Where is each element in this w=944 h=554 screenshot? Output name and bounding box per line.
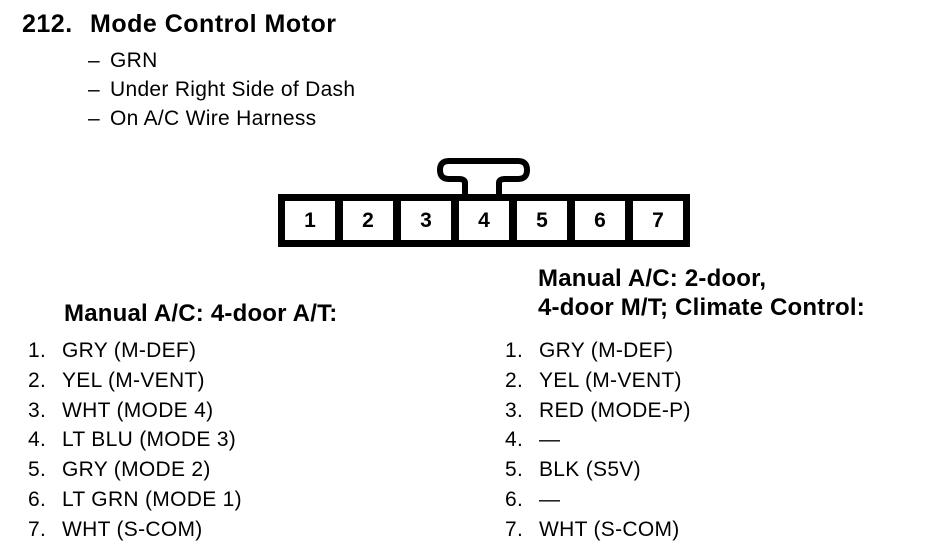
connector-pin-3: 3 (401, 201, 451, 240)
connector-pin-5: 5 (517, 201, 567, 240)
pin-row: 1. GRY (M-DEF) (505, 336, 691, 366)
pin-number: 3. (28, 398, 47, 422)
pin-label: — (539, 428, 561, 452)
connector-pin-1: 1 (285, 201, 335, 240)
pin-label: YEL (M-VENT) (62, 368, 205, 392)
pin-row: 3. WHT (MODE 4) (28, 396, 242, 426)
pin-number: 5. (28, 458, 47, 482)
pin-row: 4. LT BLU (MODE 3) (28, 425, 242, 455)
section-name: Mode Control Motor (90, 10, 337, 38)
pin-label: BLK (S5V) (539, 458, 641, 482)
right-heading-line-2: 4-door M/T; Climate Control: (538, 294, 865, 321)
pin-number: 2. (505, 368, 524, 392)
pin-number: 5. (505, 458, 524, 482)
pin-number: 1. (505, 339, 524, 362)
pin-number: 4. (28, 428, 47, 452)
pin-row: 6. — (505, 485, 691, 515)
connector-lock-tab-icon (437, 158, 530, 196)
info-line-color: –GRN (88, 46, 355, 75)
dash-bullet: – (88, 78, 100, 101)
pin-label: LT GRN (MODE 1) (62, 487, 242, 511)
pin-label: GRY (M-DEF) (62, 339, 197, 362)
section-title: 212. Mode Control Motor (22, 10, 336, 39)
pin-label: GRY (M-DEF) (539, 339, 674, 362)
info-text: GRN (110, 49, 158, 72)
pin-label: GRY (MODE 2) (62, 458, 211, 482)
pin-label: LT BLU (MODE 3) (62, 428, 237, 452)
connector-pin-4: 4 (459, 201, 509, 240)
pin-number: 6. (28, 487, 47, 511)
left-column-heading: Manual A/C: 4-door A/T: (64, 300, 338, 327)
pin-label: RED (MODE-P) (539, 398, 691, 422)
connector-diagram: 1 2 3 4 5 6 7 (278, 194, 690, 247)
pin-label: WHT (MODE 4) (62, 398, 214, 422)
info-line-location: –Under Right Side of Dash (88, 75, 355, 104)
pin-row: 7. WHT (S-COM) (505, 515, 691, 545)
pin-row: 5. BLK (S5V) (505, 455, 691, 485)
pin-row: 5. GRY (MODE 2) (28, 455, 242, 485)
right-heading-line-1: Manual A/C: 2-door, (538, 265, 767, 292)
info-text: On A/C Wire Harness (110, 107, 317, 130)
pin-row: 7. WHT (S-COM) (28, 515, 242, 545)
connector-info-list: –GRN –Under Right Side of Dash –On A/C W… (88, 46, 355, 133)
pin-row: 3. RED (MODE-P) (505, 396, 691, 426)
pin-number: 7. (505, 517, 524, 541)
pin-row: 1. GRY (M-DEF) (28, 336, 242, 366)
right-pin-list: 1. GRY (M-DEF) 2. YEL (M-VENT) 3. RED (MODE… (505, 336, 691, 545)
pin-label: — (539, 487, 561, 511)
connector-pin-7: 7 (633, 201, 683, 240)
pin-label: WHT (S-COM) (62, 517, 203, 541)
connector-pin-2: 2 (343, 201, 393, 240)
pin-label: WHT (S-COM) (539, 517, 680, 541)
connector-pin-6: 6 (575, 201, 625, 240)
pin-number: 2. (28, 368, 47, 392)
pin-number: 3. (505, 398, 524, 422)
info-text: Under Right Side of Dash (110, 78, 356, 101)
pin-row: 4. — (505, 425, 691, 455)
section-number: 212. (22, 10, 73, 38)
pin-row: 6. LT GRN (MODE 1) (28, 485, 242, 515)
dash-bullet: – (88, 49, 100, 72)
dash-bullet: – (88, 107, 100, 130)
pin-label: YEL (M-VENT) (539, 368, 682, 392)
pin-number: 7. (28, 517, 47, 541)
pin-row: 2. YEL (M-VENT) (505, 366, 691, 396)
info-line-harness: –On A/C Wire Harness (88, 104, 355, 133)
pin-number: 1. (28, 339, 47, 362)
pin-number: 6. (505, 487, 524, 511)
pin-number: 4. (505, 428, 524, 452)
right-column-heading: Manual A/C: 2-door, 4-door M/T; Climate … (538, 264, 865, 322)
pin-row: 2. YEL (M-VENT) (28, 366, 242, 396)
left-pin-list: 1. GRY (M-DEF) 2. YEL (M-VENT) 3. WHT (MODE… (28, 336, 242, 545)
